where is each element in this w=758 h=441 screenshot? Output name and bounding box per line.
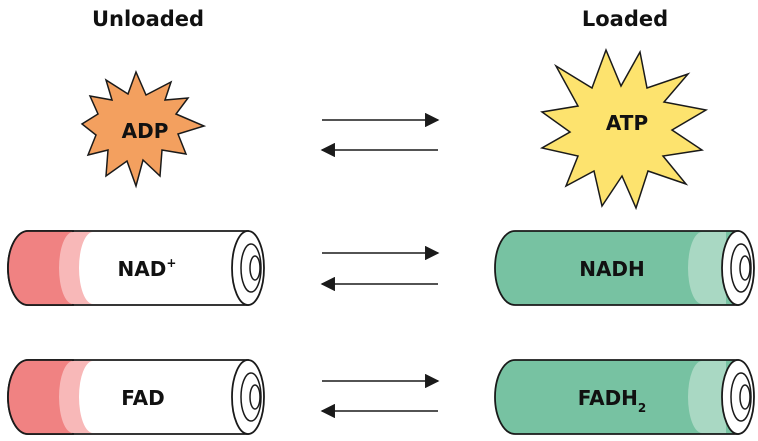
battery-body [494, 230, 739, 306]
adp-star-shape [80, 69, 207, 189]
battery-cap-shade [59, 361, 93, 433]
fadh2-label-sub: 2 [638, 401, 646, 415]
adp-label: ADP [122, 119, 169, 143]
atp-label: ATP [606, 111, 648, 135]
arrows-fad-fadh2 [320, 373, 440, 419]
battery-cap [7, 359, 74, 435]
arrows-adp-atp [320, 112, 440, 158]
fad-label: FAD [121, 386, 164, 410]
header-unloaded: Unloaded [92, 7, 204, 31]
battery-terminal-inner [739, 255, 751, 281]
nad-label-sup: + [166, 256, 176, 270]
battery-terminal-outer [721, 230, 755, 306]
battery-body-shade [688, 361, 726, 433]
fad-battery: FAD [7, 359, 265, 435]
battery-terminal-outer [721, 359, 755, 435]
battery-terminal-inner [739, 384, 751, 410]
battery-terminal-outer [231, 230, 265, 306]
battery-cap-shade [59, 232, 93, 304]
adp-star: ADP [80, 69, 207, 189]
nadh-label: NADH [579, 257, 645, 281]
battery-terminal-outer [231, 359, 265, 435]
fadh2-label-base: FADH [578, 386, 638, 410]
battery-terminal-mid [730, 372, 752, 422]
atp-star: ATP [539, 47, 709, 211]
battery-terminal-inner [249, 384, 261, 410]
battery-body [494, 359, 739, 435]
nad-label: NAD+ [118, 256, 177, 281]
battery-terminal-inner [249, 255, 261, 281]
battery-terminal-mid [240, 372, 262, 422]
nad-label-base: NAD [118, 257, 167, 281]
header-loaded: Loaded [582, 7, 668, 31]
atp-star-shape [539, 47, 709, 211]
nad-battery: NAD+ [7, 230, 265, 306]
nadh-battery: NADH [494, 230, 755, 306]
battery-cap [7, 230, 74, 306]
battery-terminal-mid [730, 243, 752, 293]
fadh2-label: FADH2 [578, 386, 647, 415]
battery-body-shade [688, 232, 726, 304]
arrows-nad-nadh [320, 245, 440, 292]
fadh2-battery: FADH2 [494, 359, 755, 435]
battery-terminal-mid [240, 243, 262, 293]
